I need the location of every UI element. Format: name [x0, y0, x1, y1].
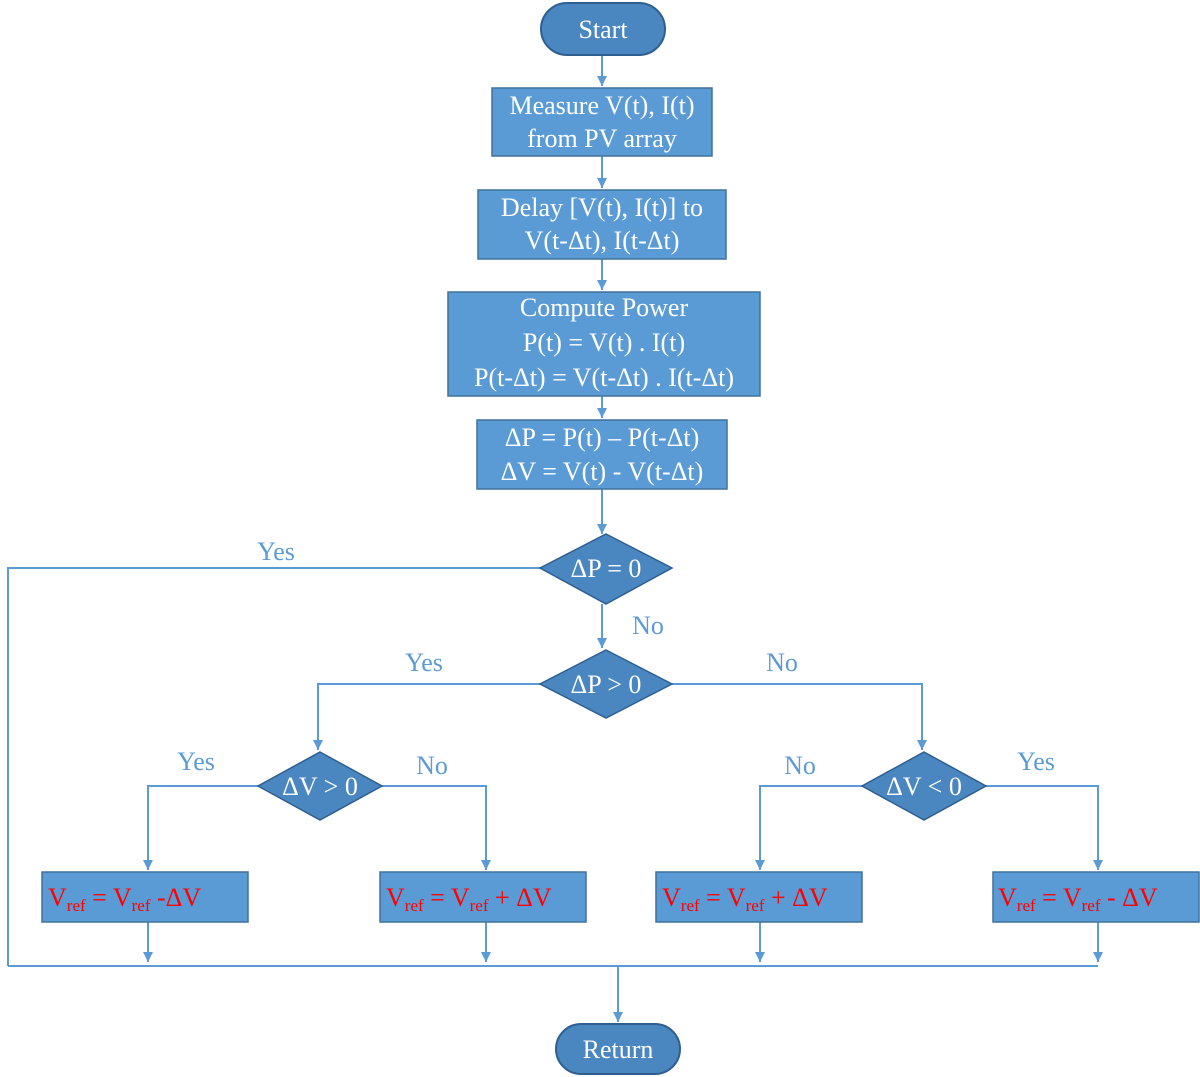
- decision-dv-positive: ΔV > 0: [256, 751, 384, 821]
- edge-label-dp-zero-yes: Yes: [257, 537, 295, 566]
- delay-line-1: Delay [V(t), I(t)] to: [501, 193, 703, 222]
- connectors: [7, 55, 1103, 1022]
- vref-box-4-text: Vref = Vref - ΔV: [998, 883, 1158, 915]
- edge-label-dv-negative-no: No: [784, 751, 816, 780]
- deltas-process: ΔP = P(t) – P(t-Δt) ΔV = V(t) - V(t-Δt): [476, 419, 728, 490]
- measure-line-2: from PV array: [527, 124, 677, 153]
- vref-box-3-text: Vref = Vref + ΔV: [662, 883, 828, 915]
- delay-line-2: V(t-Δt), I(t-Δt): [525, 226, 680, 255]
- edge-label-dv-positive-yes: Yes: [177, 747, 215, 776]
- edge-label-dp-positive-no: No: [766, 648, 798, 677]
- deltas-line-1: ΔP = P(t) – P(t-Δt): [505, 423, 699, 452]
- decision-dp-zero: ΔP = 0: [538, 533, 674, 605]
- start-label: Start: [578, 15, 628, 44]
- compute-line-1: Compute Power: [520, 293, 689, 322]
- vref-box-4: Vref = Vref - ΔV: [992, 871, 1200, 923]
- vref-box-2: Vref = Vref + ΔV: [379, 871, 587, 923]
- decision-dp-positive: ΔP > 0: [538, 649, 674, 719]
- vref-box-1: Vref = Vref -ΔV: [41, 871, 249, 923]
- decision-dv-positive-label: ΔV > 0: [282, 772, 358, 801]
- measure-process: Measure V(t), I(t) from PV array: [491, 87, 713, 157]
- edge-label-dp-zero-no: No: [632, 611, 664, 640]
- return-terminal: Return: [555, 1023, 681, 1075]
- delay-process: Delay [V(t), I(t)] to V(t-Δt), I(t-Δt): [477, 189, 727, 260]
- start-terminal: Start: [540, 2, 666, 56]
- decision-dv-negative-label: ΔV < 0: [886, 772, 962, 801]
- decision-dp-zero-label: ΔP = 0: [571, 554, 642, 583]
- deltas-line-2: ΔV = V(t) - V(t-Δt): [501, 457, 704, 486]
- edge-labels: Yes No Yes No Yes No No Yes: [177, 537, 1055, 780]
- compute-process: Compute Power P(t) = V(t) . I(t) P(t-Δt)…: [447, 291, 761, 397]
- vref-box-1-text: Vref = Vref -ΔV: [48, 883, 201, 915]
- vref-box-2-text: Vref = Vref + ΔV: [386, 883, 552, 915]
- return-label: Return: [583, 1035, 654, 1064]
- decision-dv-negative: ΔV < 0: [860, 751, 988, 821]
- measure-line-1: Measure V(t), I(t): [509, 91, 694, 120]
- edge-label-dv-negative-yes: Yes: [1017, 747, 1055, 776]
- edge-label-dv-positive-no: No: [416, 751, 448, 780]
- vref-box-3: Vref = Vref + ΔV: [655, 871, 863, 923]
- decision-dp-positive-label: ΔP > 0: [571, 670, 642, 699]
- edge-label-dp-positive-yes: Yes: [405, 648, 443, 677]
- compute-line-2: P(t) = V(t) . I(t): [523, 328, 685, 357]
- compute-line-3: P(t-Δt) = V(t-Δt) . I(t-Δt): [474, 363, 734, 392]
